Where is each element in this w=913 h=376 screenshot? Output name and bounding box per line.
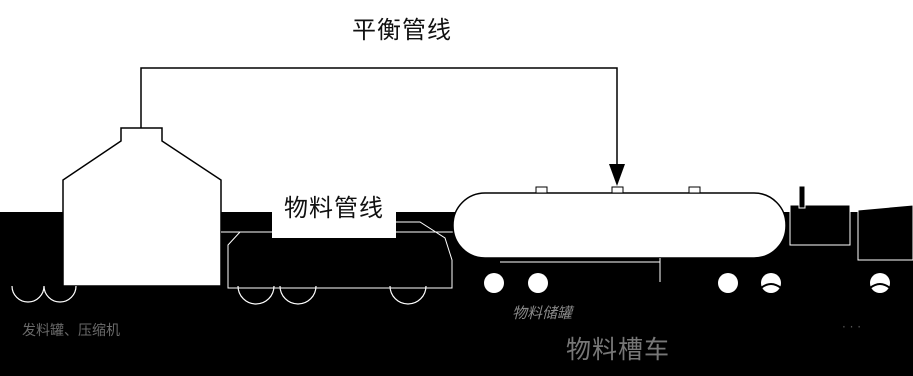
storage-building: [62, 127, 222, 287]
tractor-cab: [789, 204, 851, 246]
left-wheel-arches: [11, 285, 77, 303]
tank-car-faint-label: 物料槽车: [566, 335, 671, 364]
balance-pipeline: [140, 67, 618, 178]
storage-tank-faint-label: 物料储罐: [512, 304, 573, 322]
tank-wheel-1: [484, 273, 504, 293]
right-truck-silhouette: [857, 204, 913, 261]
tank-hatch-2: [611, 186, 624, 194]
tank-wheel-5-notch: [869, 283, 891, 289]
material-pipeline-label: 物料管线: [272, 184, 396, 238]
truck-wheel-arches: [237, 285, 427, 305]
left-faint-label: 发料罐、压缩机: [22, 323, 120, 339]
tank-hatch-3: [688, 186, 701, 194]
right-faint-label: · · ·: [842, 320, 862, 334]
tank-wheel-2: [528, 273, 548, 293]
tank-wheel-3: [718, 273, 738, 293]
exhaust-stack: [798, 185, 806, 209]
balance-pipeline-label: 平衡管线: [352, 16, 452, 44]
tank-wheel-4-notch: [760, 283, 782, 289]
tank-car-body: [452, 192, 787, 259]
tank-hatch-1: [535, 186, 548, 194]
balance-pipeline-arrowhead: [609, 164, 625, 186]
